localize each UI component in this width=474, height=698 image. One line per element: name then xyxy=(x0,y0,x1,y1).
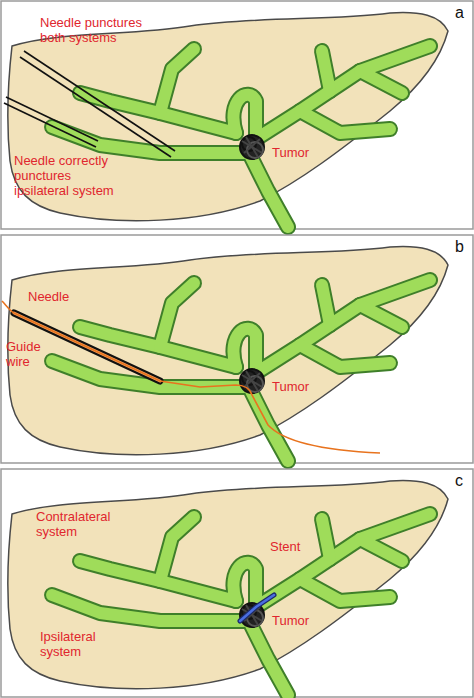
needle-label: Needle xyxy=(28,289,69,304)
panel-b xyxy=(1,235,473,463)
stent xyxy=(240,595,274,621)
system-label: Contralateral system xyxy=(36,509,128,539)
panel-letter: c xyxy=(455,472,463,490)
needle-label: Needle correctly punctures ipsilateral s… xyxy=(14,153,126,198)
tumor-label: Tumor xyxy=(272,145,309,160)
guide-wire-label: Guide wire xyxy=(6,339,48,369)
needle-label: Needle punctures both systems xyxy=(40,15,158,45)
panel-c xyxy=(1,469,473,697)
panel-letter: a xyxy=(455,4,464,22)
system-label: Ipsilateral system xyxy=(40,629,122,659)
tumor-label: Tumor xyxy=(272,613,309,628)
panel-a xyxy=(1,1,473,229)
guide-wire xyxy=(2,301,380,453)
tumor-label: Tumor xyxy=(272,379,309,394)
panel-letter: b xyxy=(455,238,464,256)
needle xyxy=(4,51,175,157)
stent-label: Stent xyxy=(270,539,300,554)
